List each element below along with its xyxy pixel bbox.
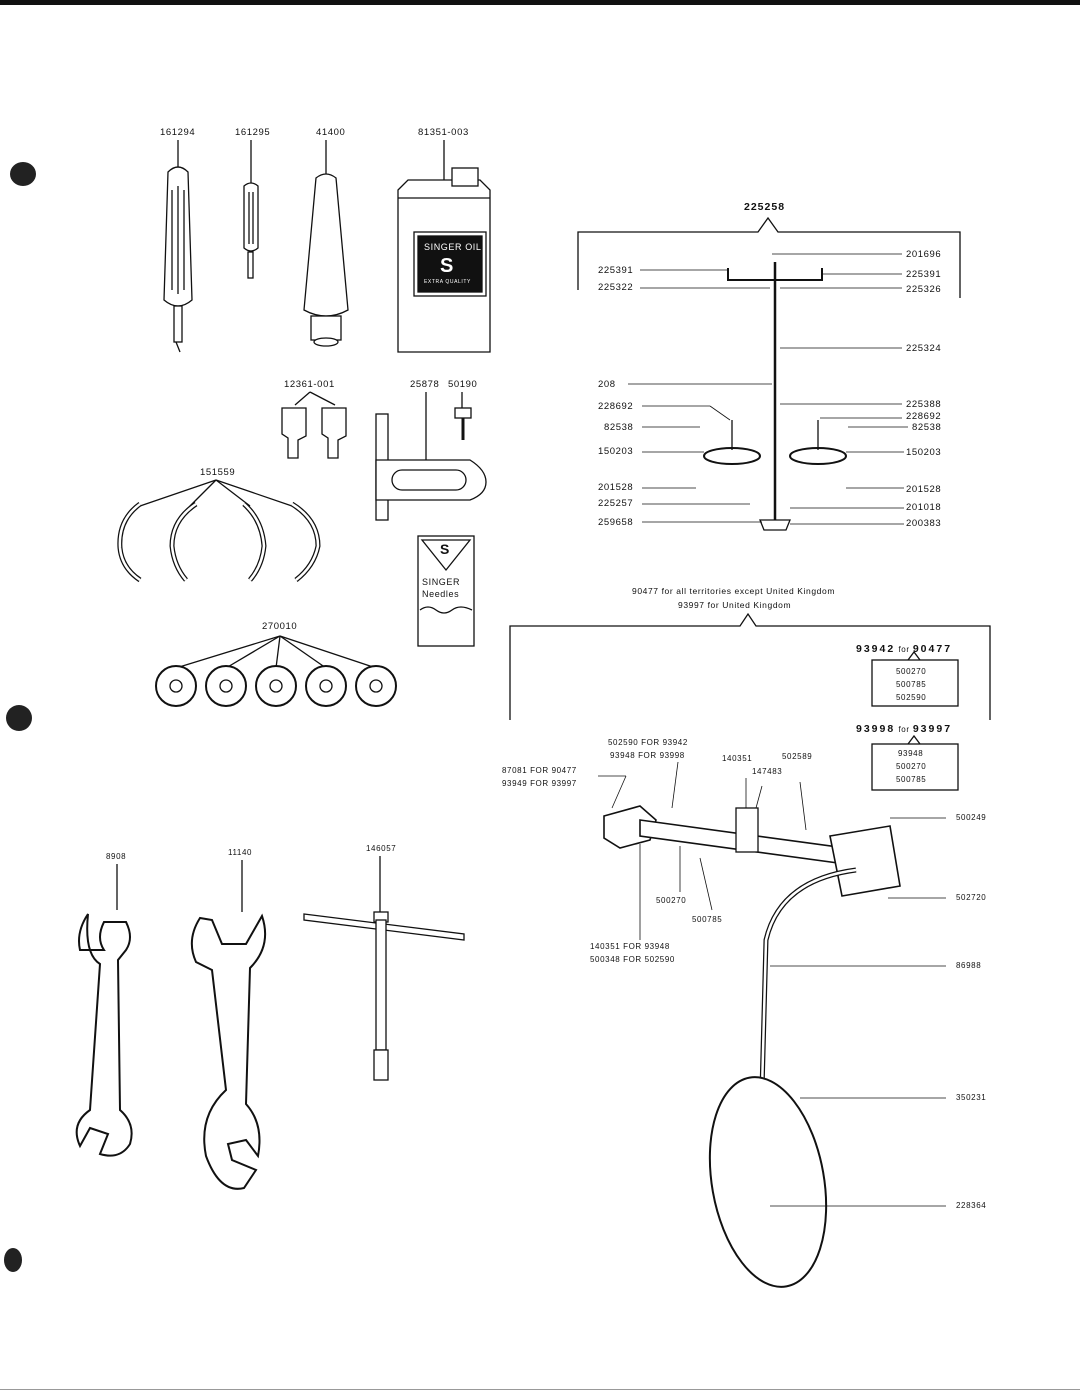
screwdriver-small bbox=[243, 140, 259, 279]
wrench-small bbox=[75, 864, 133, 1157]
part-12361-label: 12361-001 bbox=[284, 379, 335, 390]
stand-right-150203: 150203 bbox=[906, 447, 942, 458]
punch-hole-middle bbox=[6, 705, 32, 731]
stand-right-225388: 225388 bbox=[906, 399, 942, 410]
stand-right-225391: 225391 bbox=[906, 269, 942, 280]
stand-right-82538: 82538 bbox=[912, 422, 942, 433]
stand-left-82538: 82538 bbox=[604, 422, 634, 433]
part-81351-label: 81351-003 bbox=[418, 127, 469, 138]
spool-stand bbox=[703, 262, 847, 531]
lamp-assembly bbox=[603, 805, 901, 1288]
part-161294-label: 161294 bbox=[160, 127, 196, 138]
spool-stand-bracket bbox=[577, 216, 961, 298]
stand-right-228692: 228692 bbox=[906, 411, 942, 422]
thumb-screw bbox=[454, 392, 472, 440]
callout-500785: 500785 bbox=[692, 915, 723, 924]
lamp-bracket bbox=[509, 612, 991, 720]
callout-93949-for-93997: 93949 FOR 93997 bbox=[502, 779, 577, 788]
callout-502720: 502720 bbox=[956, 893, 987, 902]
callout-140351: 140351 bbox=[722, 754, 753, 763]
needles-brand: SINGER bbox=[422, 577, 461, 587]
stand-left-150203: 150203 bbox=[598, 446, 634, 457]
kit-1-item-502590: 502590 bbox=[896, 693, 927, 702]
kit-2-number: 93998 bbox=[856, 723, 896, 735]
part-11140-label: 11140 bbox=[228, 848, 253, 857]
stand-right-225326: 225326 bbox=[906, 284, 942, 295]
callout-228364: 228364 bbox=[956, 1201, 987, 1210]
oil-can-quality: EXTRA QUALITY bbox=[424, 279, 471, 285]
punch-hole-top bbox=[10, 162, 36, 186]
spring-guards bbox=[117, 479, 321, 583]
t-wrench bbox=[303, 856, 465, 1081]
callout-502589: 502589 bbox=[782, 752, 813, 761]
part-161295-label: 161295 bbox=[235, 127, 271, 138]
top-border bbox=[0, 0, 1080, 5]
callout-500249: 500249 bbox=[956, 813, 987, 822]
callout-500348-for-502590: 500348 FOR 502590 bbox=[590, 955, 675, 964]
tool-handle bbox=[303, 140, 349, 347]
callout-500270: 500270 bbox=[656, 896, 687, 905]
part-25878-label: 25878 bbox=[410, 379, 440, 390]
callout-147483: 147483 bbox=[752, 767, 783, 776]
kit-1-heading: 93942 for 90477 bbox=[856, 644, 952, 655]
bottom-border bbox=[0, 1389, 1080, 1390]
lamp-description-line1: 90477 for all territories except United … bbox=[632, 586, 836, 596]
stand-right-225324: 225324 bbox=[906, 343, 942, 354]
part-270010-label: 270010 bbox=[262, 621, 298, 632]
oil-can-label: SINGER OIL bbox=[424, 242, 482, 252]
spool-stand-title: 225258 bbox=[744, 201, 786, 213]
callout-140351-for-93948: 140351 FOR 93948 bbox=[590, 942, 670, 951]
bobbins bbox=[155, 635, 397, 707]
stand-left-208: 208 bbox=[598, 379, 616, 390]
spool-stand-leaders bbox=[628, 253, 908, 525]
lamp-description-line2: 93997 for United Kingdom bbox=[678, 600, 792, 610]
part-151559-label: 151559 bbox=[200, 467, 236, 478]
screwdriver-large bbox=[163, 140, 193, 353]
kit-2-item-500270: 500270 bbox=[896, 762, 927, 771]
kit-1-item-500270: 500270 bbox=[896, 667, 927, 676]
punch-hole-bottom bbox=[4, 1248, 22, 1272]
part-50190-label: 50190 bbox=[448, 379, 478, 390]
callout-86988: 86988 bbox=[956, 961, 982, 970]
oil-can bbox=[397, 140, 491, 353]
stand-right-201696: 201696 bbox=[906, 249, 942, 260]
kit-2-for: for bbox=[898, 725, 910, 734]
kit-1-item-500785: 500785 bbox=[896, 680, 927, 689]
callout-350231: 350231 bbox=[956, 1093, 987, 1102]
stand-right-200383: 200383 bbox=[906, 518, 942, 529]
part-41400-label: 41400 bbox=[316, 127, 346, 138]
callout-87081-for-90477: 87081 FOR 90477 bbox=[502, 766, 577, 775]
stand-left-201528: 201528 bbox=[598, 482, 634, 493]
part-146057-label: 146057 bbox=[366, 844, 397, 853]
stand-left-225391: 225391 bbox=[598, 265, 634, 276]
lamp-leaders bbox=[598, 761, 946, 1207]
callout-93948-for-93998: 93948 FOR 93998 bbox=[610, 751, 685, 760]
kit-1-target: 90477 bbox=[912, 643, 953, 655]
presser-clips bbox=[281, 391, 347, 459]
stand-left-259658: 259658 bbox=[598, 517, 634, 528]
stand-left-225257: 225257 bbox=[598, 498, 634, 509]
oil-can-logo: S bbox=[440, 255, 454, 277]
callout-502590-for-93942: 502590 FOR 93942 bbox=[608, 738, 688, 747]
kit-2-item-500785: 500785 bbox=[896, 775, 927, 784]
kit-1-number: 93942 bbox=[856, 643, 896, 655]
needles-text: Needles bbox=[422, 589, 460, 599]
kit-1-for: for bbox=[898, 645, 910, 654]
needles-packet bbox=[417, 535, 475, 647]
needles-logo: S bbox=[440, 541, 450, 557]
wrench-large bbox=[190, 860, 266, 1190]
kit-2-item-93948: 93948 bbox=[898, 749, 924, 758]
stand-right-201528: 201528 bbox=[906, 484, 942, 495]
t-gauge bbox=[375, 392, 487, 521]
stand-left-228692: 228692 bbox=[598, 401, 634, 412]
part-8908-label: 8908 bbox=[106, 852, 127, 861]
stand-right-201018: 201018 bbox=[906, 502, 942, 513]
kit-2-heading: 93998 for 93997 bbox=[856, 724, 952, 735]
stand-left-225322: 225322 bbox=[598, 282, 634, 293]
kit-boxes bbox=[871, 650, 959, 791]
kit-2-target: 93997 bbox=[912, 723, 953, 735]
